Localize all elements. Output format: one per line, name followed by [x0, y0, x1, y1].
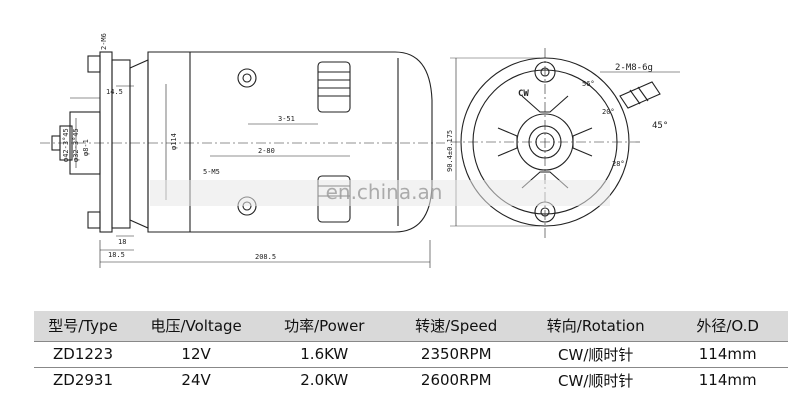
dim-90-4: 90.4±0.175: [446, 130, 454, 172]
dim-angle-56: 56°: [582, 80, 595, 88]
dim-3-51: 3-51: [278, 115, 295, 123]
dimension-labels: 2-M6 14.5 φ42-3°45 φ32-3°45 φ8-1 φ114 3-…: [62, 33, 668, 261]
cell-power: 2.0KW: [300, 371, 349, 390]
col-header-power: 功率/Power: [260, 311, 389, 342]
cell-od: 114mm: [698, 371, 757, 390]
watermark-text: en.china.an: [326, 180, 443, 204]
watermark-band: [150, 180, 610, 206]
cell-type: ZD2931: [53, 371, 113, 390]
col-header-od: 外径/O.D: [667, 311, 788, 342]
dim-phi32: φ32-3°45: [72, 128, 80, 162]
cell-speed: 2600RPM: [420, 371, 492, 390]
dim-2-80: 2-80: [258, 147, 275, 155]
dim-208-5: 208.5: [255, 253, 276, 261]
table-row: ZD1223 12V 1.6KW 2350RPM CW/顺时针 114mm: [34, 341, 788, 368]
cell-voltage: 12V: [132, 341, 261, 368]
dim-phi114: φ114: [170, 133, 178, 150]
dim-14-5: 14.5: [106, 88, 123, 96]
col-header-type: 型号/Type: [34, 311, 133, 342]
motor-side-view: [40, 51, 445, 233]
dim-phi8: φ8-1: [82, 139, 90, 156]
col-header-rotation: 转向/Rotation: [524, 311, 668, 342]
dim-angle-28: 28°: [612, 160, 625, 168]
cell-rotation: CW/顺时针: [558, 371, 634, 390]
cell-rotation: CW/顺时针: [524, 341, 668, 368]
cell-power: 1.6KW: [260, 341, 389, 368]
table-row: ZD2931 24V 2.0KW 2600RPM CW/顺时针 114mm: [34, 367, 788, 393]
motor-end-view: [450, 48, 680, 240]
col-header-speed: 转速/Speed: [388, 311, 525, 342]
dim-angle-20: 20°: [602, 108, 615, 116]
dim-phi42: φ42-3°45: [62, 128, 70, 162]
dim-18-5: 18.5: [108, 251, 125, 259]
dim-2-m8: 2-M8-6g: [615, 63, 653, 73]
dim-2-m6: 2-M6: [100, 33, 108, 50]
cell-voltage: 24V: [181, 371, 211, 390]
cell-type: ZD1223: [34, 341, 133, 368]
dim-18: 18: [118, 238, 126, 246]
spec-table: 型号/Type 电压/Voltage 功率/Power 转速/Speed 转向/…: [34, 311, 788, 393]
dim-5-m5: 5-M5: [203, 168, 220, 176]
col-header-voltage: 电压/Voltage: [132, 311, 261, 342]
rotation-cw-label: CW: [518, 89, 529, 99]
dim-angle-45: 45°: [652, 121, 668, 131]
spec-table-header-row: 型号/Type 电压/Voltage 功率/Power 转速/Speed 转向/…: [34, 311, 788, 342]
cell-speed: 2350RPM: [388, 341, 525, 368]
motor-technical-drawing: 2-M6 14.5 φ42-3°45 φ32-3°45 φ8-1 φ114 3-…: [40, 33, 680, 268]
cell-od: 114mm: [667, 341, 788, 368]
